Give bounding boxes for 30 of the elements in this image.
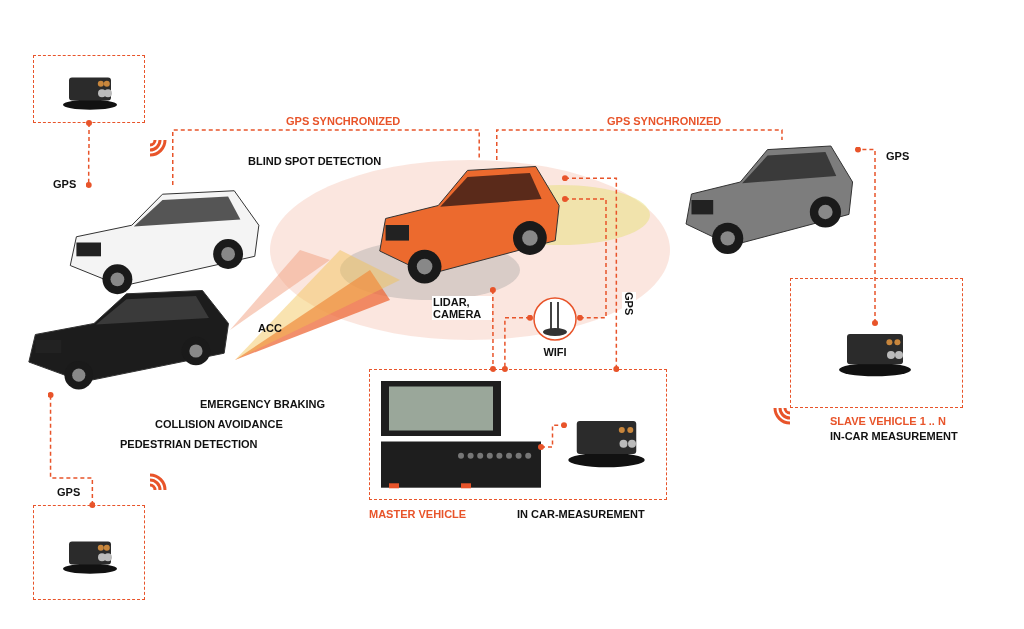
dashed-connector xyxy=(489,287,496,372)
edge-label: GPS SYNCHRONIZED xyxy=(285,115,402,127)
feature-label: ACC xyxy=(258,322,282,334)
dashed-connector xyxy=(562,196,607,321)
dashed-frame xyxy=(33,505,145,600)
group-title: SLAVE VEHICLE 1 .. N xyxy=(830,415,946,427)
dashed-connector xyxy=(855,146,878,326)
group-subtitle: IN-CAR MEASUREMENT xyxy=(830,430,958,442)
edge-label: GPS xyxy=(56,486,82,498)
edge-label: GPS xyxy=(52,178,78,190)
dashed-connector xyxy=(538,422,567,450)
dashed-connector xyxy=(501,314,533,372)
edge-label: GPS xyxy=(885,150,911,162)
dashed-connector xyxy=(172,129,480,186)
dashed-frame xyxy=(33,55,145,123)
dashed-connector xyxy=(85,120,92,188)
edge-label: GPS xyxy=(622,292,636,316)
feature-label: BLIND SPOT DETECTION xyxy=(248,155,382,167)
feature-label: EMERGENCY BRAKING xyxy=(200,398,326,410)
edge-label: GPS SYNCHRONIZED xyxy=(606,115,723,127)
data-logger-drawing xyxy=(381,381,541,491)
group-title: MASTER VEHICLE xyxy=(369,508,467,520)
edge-label: LIDAR, CAMERA xyxy=(432,296,492,320)
group-subtitle: IN CAR-MEASUREMENT xyxy=(517,508,645,520)
feature-label: PEDESTRIAN DETECTION xyxy=(120,438,258,450)
dashed-connector xyxy=(562,175,620,372)
dashed-connector xyxy=(47,392,96,508)
node-label: WIFI xyxy=(542,346,568,358)
dashed-connector xyxy=(496,129,783,161)
feature-label: COLLISION AVOIDANCE xyxy=(155,418,283,430)
